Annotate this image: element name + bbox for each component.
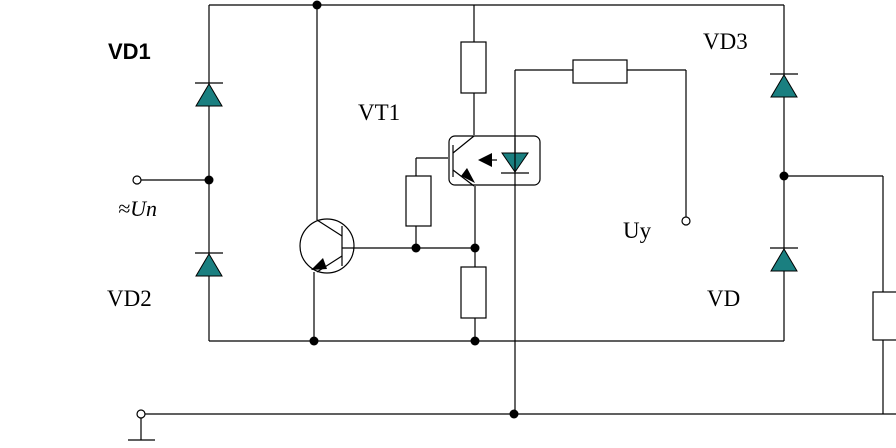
control-branch [514, 59, 691, 414]
diode-vd3 [770, 73, 798, 98]
resistor-base [405, 157, 448, 248]
label-vd1: VD1 [108, 39, 151, 64]
bottom-rail [128, 409, 896, 441]
optocoupler-vt1 [448, 135, 541, 187]
diode-vd2 [195, 252, 223, 277]
resistor-emitter [460, 186, 487, 346]
label-vd: VD [707, 286, 740, 311]
resistor-collector [460, 5, 487, 135]
diode-vd1 [195, 82, 223, 107]
resistor-load [872, 291, 896, 341]
label-vd2: VD2 [107, 286, 152, 311]
resistor-control [572, 59, 628, 84]
ac-input-terminal [132, 175, 214, 185]
label-uy: Uy [623, 218, 652, 243]
label-un: ≈Un [118, 196, 157, 221]
label-vt1: VT1 [358, 100, 400, 125]
label-vd3: VD3 [703, 29, 748, 54]
load-branch [779, 171, 896, 414]
bridge-frame [208, 4, 785, 342]
diode-vd [770, 247, 798, 272]
